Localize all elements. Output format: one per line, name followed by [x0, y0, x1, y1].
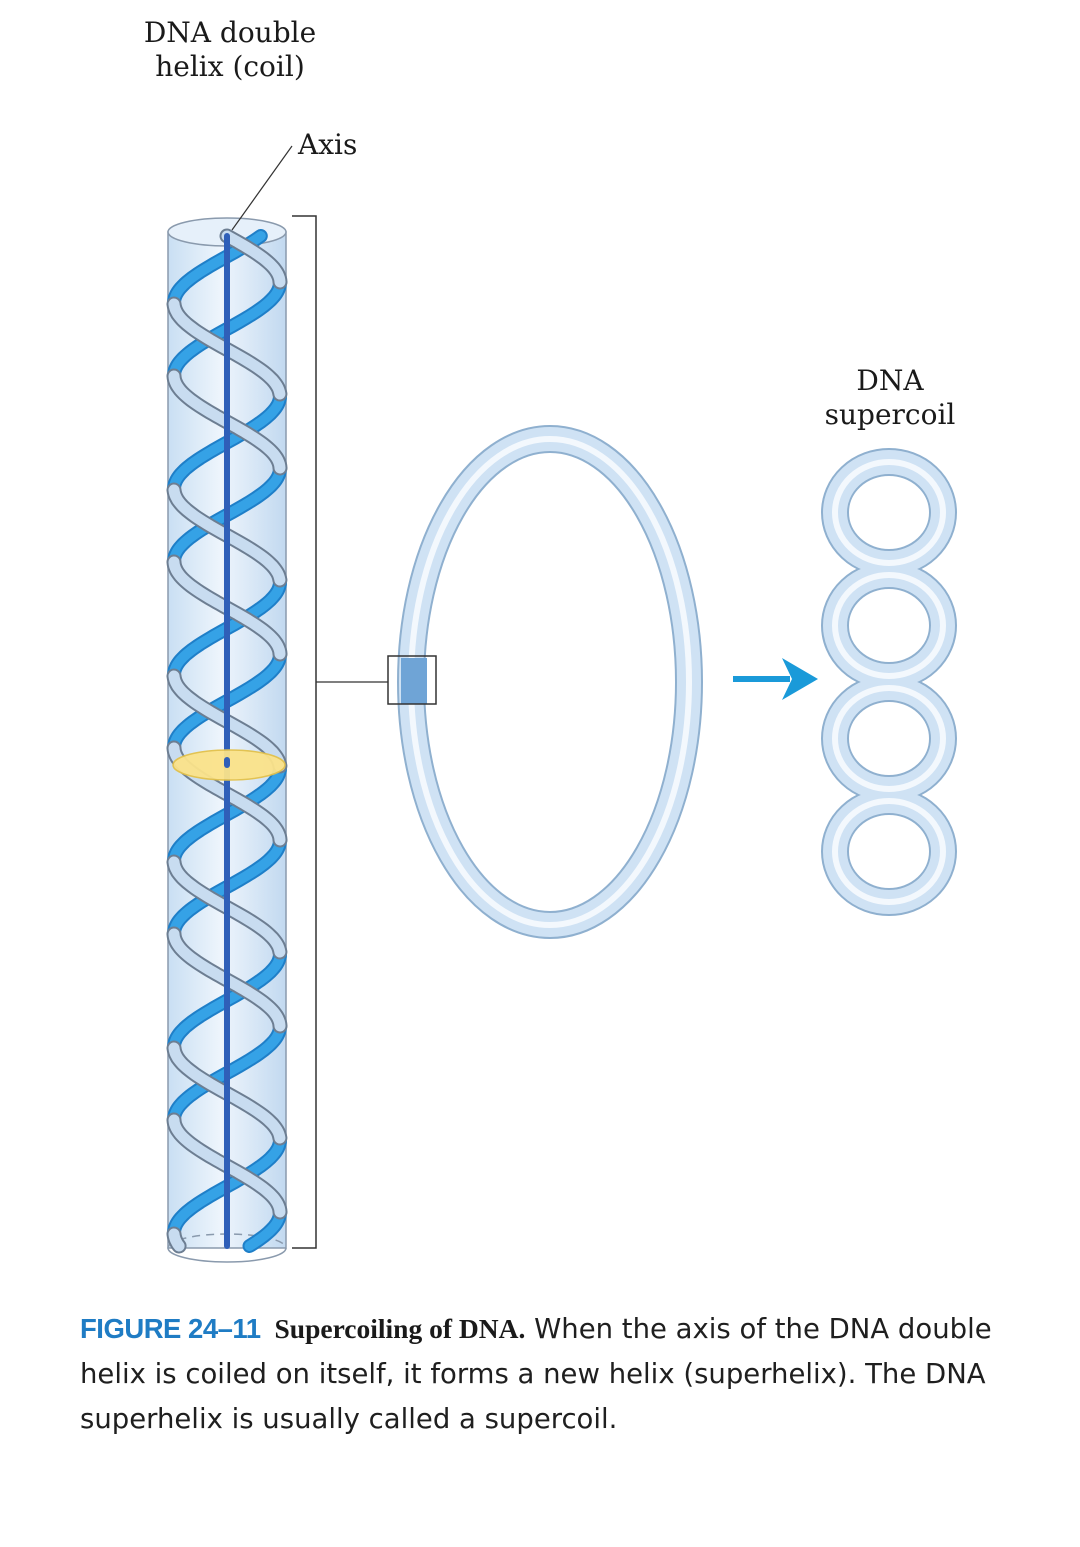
caption-title: Supercoiling of DNA.: [274, 1313, 526, 1344]
helix-label-line2: helix (coil): [155, 50, 305, 83]
segment-box: [387, 655, 437, 705]
circle-highlight: [408, 436, 692, 928]
supercoil-loop: [832, 459, 946, 566]
supercoil-loop: [832, 798, 946, 905]
helix-label: DNA double helix (coil): [110, 16, 350, 84]
figure-caption: FIGURE 24–11 Supercoiling of DNA. When th…: [80, 1306, 1030, 1442]
highlighted-segment: [401, 658, 427, 704]
axis-leader-line: [231, 145, 293, 231]
circular-dna: [387, 425, 703, 939]
strand-front: [221, 230, 286, 288]
diagram-svg: [166, 145, 957, 1263]
dna-supercoil: [821, 448, 957, 916]
supercoil-label: DNA supercoil: [790, 364, 990, 432]
helix-bracket: [292, 215, 317, 1249]
transition-arrow: [733, 658, 818, 700]
caption-text: When the axis of the DNA double helix is…: [80, 1313, 992, 1435]
helix-label-line1: DNA double: [143, 16, 317, 49]
dna-double-helix: [166, 145, 388, 1263]
supercoil-loop: [832, 685, 946, 792]
axis-label: Axis: [298, 128, 358, 161]
supercoil-label-line2: supercoil: [824, 398, 956, 431]
supercoil-loop: [832, 572, 946, 679]
supercoiling-figure: DNA double helix (coil) Axis DNA superco…: [110, 16, 990, 1263]
cylinder-bottom-front: [167, 1247, 287, 1263]
arrow-head: [782, 658, 818, 700]
caption-number: FIGURE 24–11: [80, 1313, 261, 1344]
strand-front: [168, 1228, 185, 1252]
supercoil-label-line1: DNA: [856, 364, 924, 397]
